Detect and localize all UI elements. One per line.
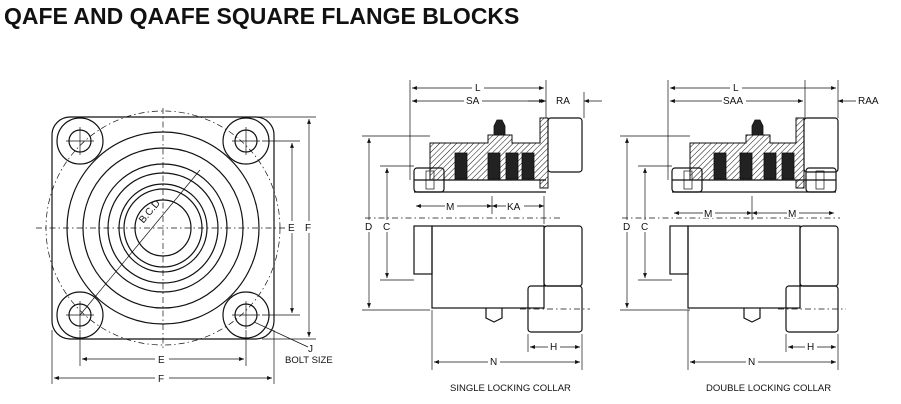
roller xyxy=(487,152,501,180)
n-label: N xyxy=(748,357,755,368)
flange-lower xyxy=(799,225,839,287)
l-label: L xyxy=(733,83,739,94)
f-horizontal-label: F xyxy=(158,374,164,385)
j-leader xyxy=(253,321,309,348)
roller xyxy=(713,152,727,180)
h-label: H xyxy=(550,342,557,353)
collar-lower xyxy=(413,225,433,275)
locking-collar xyxy=(413,167,445,193)
roller xyxy=(521,152,535,180)
c-label: C xyxy=(641,222,648,233)
grease-fitting-bottom xyxy=(485,308,503,323)
bolt-size-label: BOLT SIZE xyxy=(285,355,333,366)
c-label: C xyxy=(383,222,390,233)
lower-body xyxy=(687,225,801,309)
bolt-boss xyxy=(527,285,583,333)
j-label: J xyxy=(308,344,313,355)
roller xyxy=(505,152,519,180)
d-label: D xyxy=(365,222,372,233)
double-caption: DOUBLE LOCKING COLLAR xyxy=(706,383,831,394)
ka-label: KA xyxy=(507,202,521,213)
f-vertical-label: F xyxy=(305,223,311,234)
roller xyxy=(739,152,753,180)
e-vertical-label: E xyxy=(288,223,295,234)
bolt-pad xyxy=(56,117,104,165)
ra-label: RA xyxy=(556,96,570,107)
grease-fitting-bottom xyxy=(743,308,761,323)
sa-label: SA xyxy=(466,96,480,107)
front-view: B.C.D E F J BOLT SIZE E F xyxy=(36,108,333,385)
single-caption: SINGLE LOCKING COLLAR xyxy=(450,383,571,394)
h-label: H xyxy=(807,342,814,353)
grease-fitting xyxy=(493,119,506,136)
flange-lower xyxy=(543,225,583,287)
locking-collar-left xyxy=(671,167,703,193)
flange-right xyxy=(803,117,839,173)
locking-collar-right xyxy=(805,167,837,193)
collar-lower-left xyxy=(669,225,689,275)
grease-fitting xyxy=(751,119,764,136)
m-label: M xyxy=(446,202,454,213)
bcd-label: B.C.D xyxy=(137,198,163,226)
roller xyxy=(454,152,468,180)
bcd-diagonal xyxy=(79,169,201,316)
roller xyxy=(781,152,795,180)
saa-label: SAA xyxy=(723,96,743,107)
m-right-label: M xyxy=(788,209,796,220)
flange-right xyxy=(547,117,583,173)
lower-body xyxy=(431,225,545,309)
e-horizontal-label: E xyxy=(158,355,165,366)
m-left-label: M xyxy=(704,209,712,220)
roller xyxy=(763,152,777,180)
double-collar-view: L SAA RAA xyxy=(620,80,879,394)
l-label: L xyxy=(475,83,481,94)
page-title: QAFE AND QAAFE SQUARE FLANGE BLOCKS xyxy=(4,3,520,29)
single-collar-view: L SA RA xyxy=(362,80,602,394)
n-label: N xyxy=(490,357,497,368)
d-label: D xyxy=(623,222,630,233)
raa-label: RAA xyxy=(858,96,879,107)
